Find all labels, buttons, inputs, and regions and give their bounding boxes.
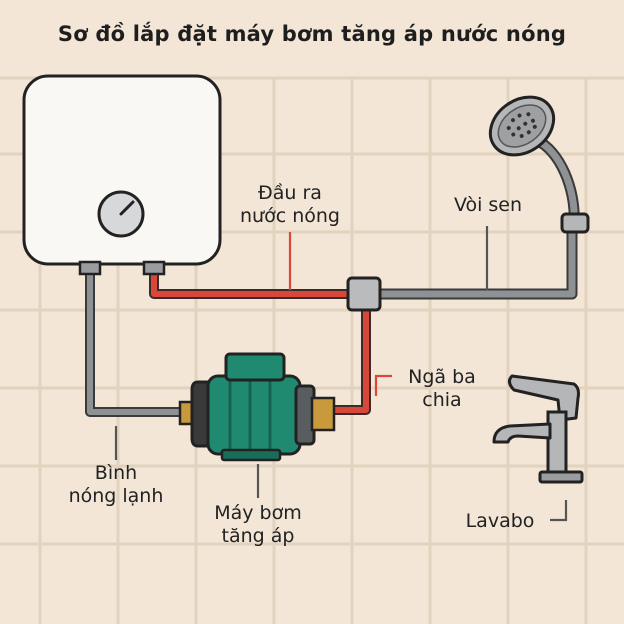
booster-pump — [178, 352, 336, 462]
leader-lines — [114, 226, 568, 522]
hot-outlet-fitting — [142, 260, 166, 276]
pump-outlet-fitting — [310, 396, 336, 432]
pump-terminal-box — [224, 352, 286, 382]
label-basin-faucet: Lavabo — [465, 510, 535, 532]
hot-outlet-pipe — [149, 265, 355, 299]
shower-head — [488, 95, 590, 234]
shower-hose-holder — [560, 212, 590, 234]
label-booster-pump: Máy bơm tăng áp — [214, 502, 302, 547]
diagram-title: Sơ đồ lắp đặt máy bơm tăng áp nước nóng — [57, 22, 567, 46]
label-hot-water-outlet: Đầu ra nước nóng — [240, 182, 340, 227]
hot-pipes — [149, 265, 371, 415]
label-tee-joint: Ngã ba chia — [408, 366, 476, 411]
cold-inlet-fitting — [78, 260, 102, 276]
water-heater — [22, 74, 222, 276]
faucet-leader — [550, 500, 568, 522]
label-water-heater: Bình nóng lạnh — [68, 462, 164, 507]
pump-base — [220, 448, 282, 462]
basin-faucet — [492, 374, 584, 484]
tee-leader — [374, 374, 392, 396]
pump-motor-body — [206, 374, 302, 456]
pump-motor-cap — [190, 380, 212, 448]
label-shower: Vòi sen — [453, 194, 523, 216]
tee-joint — [346, 276, 382, 312]
tee-to-pump-pipe — [327, 303, 371, 415]
shower-supply-pipe — [372, 224, 578, 300]
cold-pipes — [85, 134, 580, 417]
